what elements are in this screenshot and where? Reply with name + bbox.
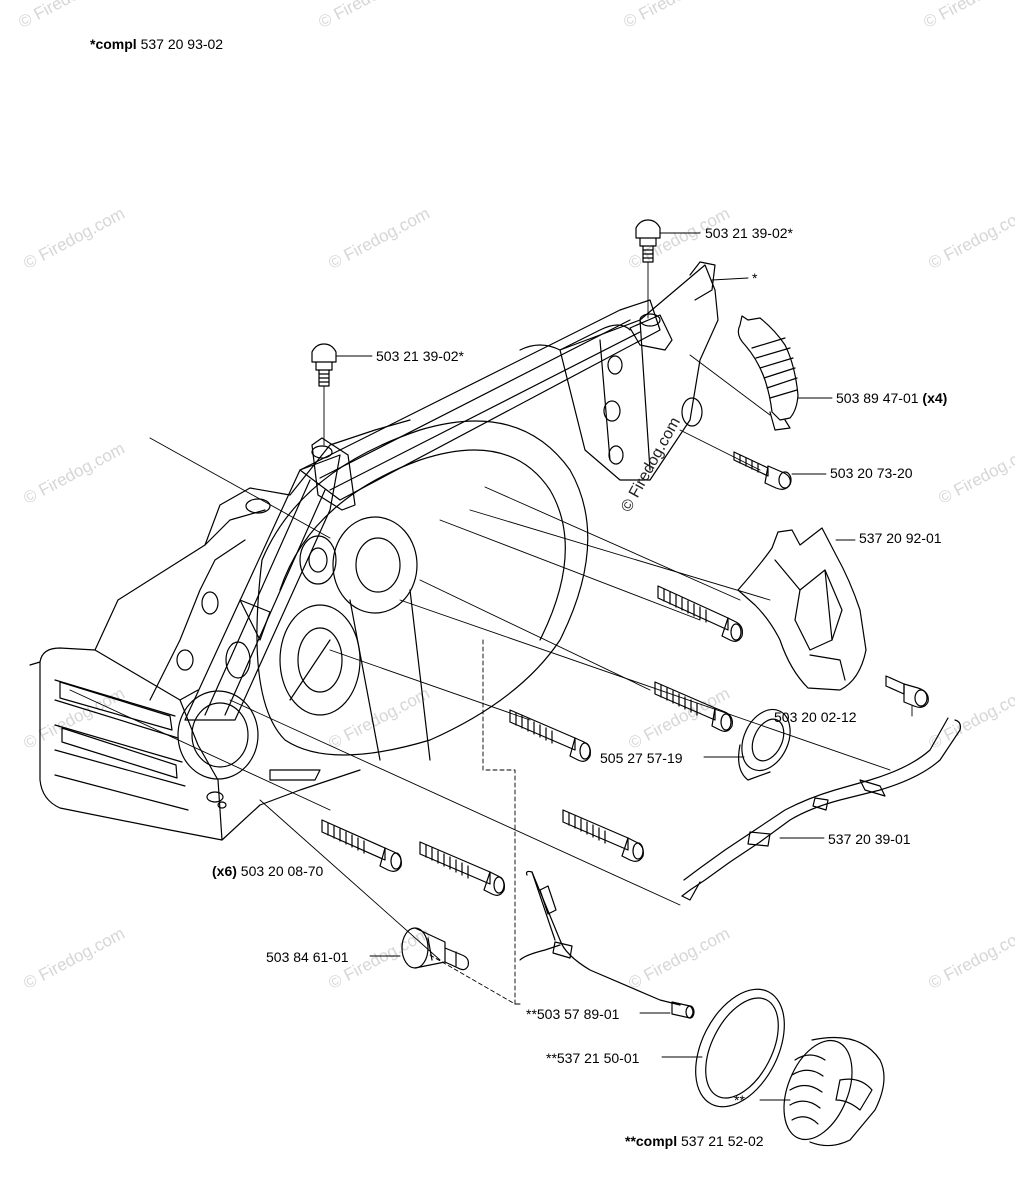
crankcase-housing — [29, 261, 719, 841]
label-chain-catcher-part: 503 89 47-01 — [836, 390, 919, 406]
assembly-footer: **compl 537 21 52-02 — [625, 1133, 764, 1149]
label-star-mark: * — [752, 270, 758, 286]
assembly-title: *compl 537 20 93-02 — [90, 36, 223, 52]
bolt-top-right — [635, 219, 701, 319]
star-leader — [711, 277, 749, 281]
bolt-top-left — [311, 343, 373, 446]
label-guide-rail: 537 20 39-01 — [828, 831, 911, 847]
label-oil-pipe: **503 57 89-01 — [526, 1006, 620, 1022]
label-chain-catcher: 503 89 47-01 (x4) — [836, 390, 947, 406]
label-chain-catcher-qty: (x4) — [922, 390, 948, 406]
oil-pipe — [519, 870, 695, 1019]
assembly-title-prefix: *compl — [90, 36, 137, 52]
leader-lines — [69, 354, 891, 1005]
oring-537-21-50-01 — [661, 988, 785, 1108]
assembly-title-part: 537 20 93-02 — [140, 36, 224, 52]
label-plug: 503 84 61-01 — [266, 949, 349, 965]
label-bolt-top-left: 503 21 39-02* — [376, 348, 464, 364]
long-screws — [321, 585, 743, 896]
guide-rail — [681, 717, 962, 901]
label-oring: **537 21 50-01 — [546, 1050, 640, 1066]
label-bolt-top-right: 503 21 39-02* — [705, 225, 793, 241]
label-screw-set-part: 503 20 08-70 — [240, 863, 324, 879]
label-screw-set-qty: (x6) — [212, 863, 237, 879]
label-oil-guard: 537 20 92-01 — [859, 530, 942, 546]
seal-505-27-57-19 — [703, 708, 791, 781]
screw-503-20-73-20 — [733, 451, 827, 490]
label-cap-mark: ** — [734, 1092, 745, 1108]
chain-catcher — [737, 315, 833, 431]
assembly-footer-prefix: **compl — [625, 1133, 678, 1149]
assembly-footer-part: 537 21 52-02 — [681, 1133, 764, 1149]
label-screw-2: 503 20 02-12 — [774, 709, 857, 725]
oil-guard — [737, 527, 867, 691]
label-screw-1: 503 20 73-20 — [830, 465, 913, 481]
plug-503-84-61-01 — [369, 927, 469, 971]
screw-503-20-02-12 — [885, 675, 929, 717]
label-screw-set: (x6) 503 20 08-70 — [212, 863, 323, 879]
label-seal-1: 505 27 57-19 — [600, 750, 683, 766]
oil-cap — [759, 1036, 885, 1147]
